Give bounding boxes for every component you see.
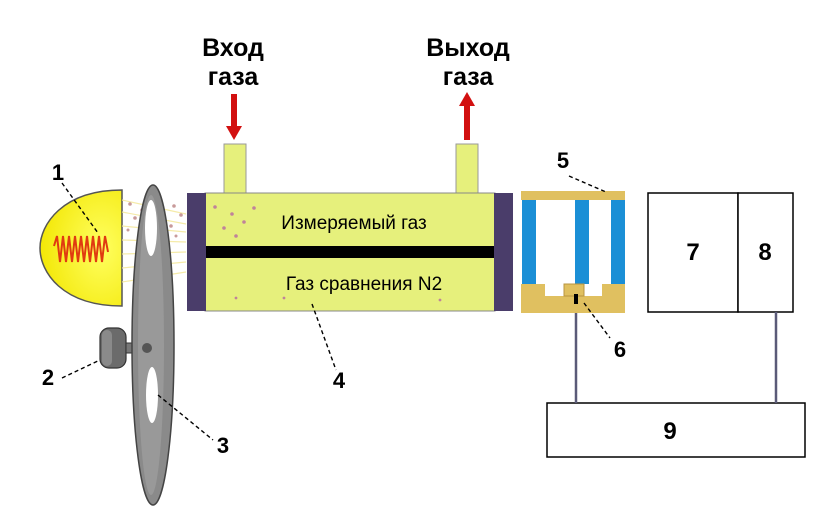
gas-outlet-label-line2: газа: [443, 63, 495, 91]
block-9-label: 9: [663, 418, 676, 445]
gas-out-arrow: [459, 92, 475, 140]
block-8: [737, 192, 794, 313]
block-9: [546, 402, 806, 458]
block-8-label: 8: [758, 239, 771, 266]
detector: [521, 191, 625, 313]
block-7: [647, 192, 739, 313]
label-6: 6: [614, 337, 626, 362]
label-5: 5: [557, 148, 569, 173]
inlet-tube: [223, 143, 247, 195]
cell-window-left: [187, 193, 206, 311]
gas-cell: [187, 143, 513, 312]
gas-in-arrow: [226, 94, 242, 140]
heating-coil: [53, 235, 109, 263]
signal-wires: [574, 312, 778, 403]
cell-divider: [206, 246, 494, 258]
label-3: 3: [217, 433, 229, 458]
label-4: 4: [333, 368, 346, 393]
chopper-disk: [131, 184, 175, 506]
block-7-label: 7: [686, 239, 699, 266]
measured-gas-label: Измеряемый газ: [281, 213, 426, 234]
outlet-tube: [455, 143, 479, 195]
reference-gas-label: Газ сравнения N2: [286, 274, 442, 295]
cell-window-right: [494, 193, 513, 311]
gas-outlet-label-line1: Выход: [426, 34, 510, 62]
label-2: 2: [42, 365, 54, 390]
disk-slot-bottom: [146, 367, 158, 423]
label-1: 1: [52, 160, 64, 185]
gas-inlet-label-line2: газа: [208, 63, 260, 91]
gas-inlet-label-line1: Вход: [202, 34, 264, 62]
leader-lines: [61, 175, 611, 441]
disk-slot-top: [145, 200, 157, 256]
